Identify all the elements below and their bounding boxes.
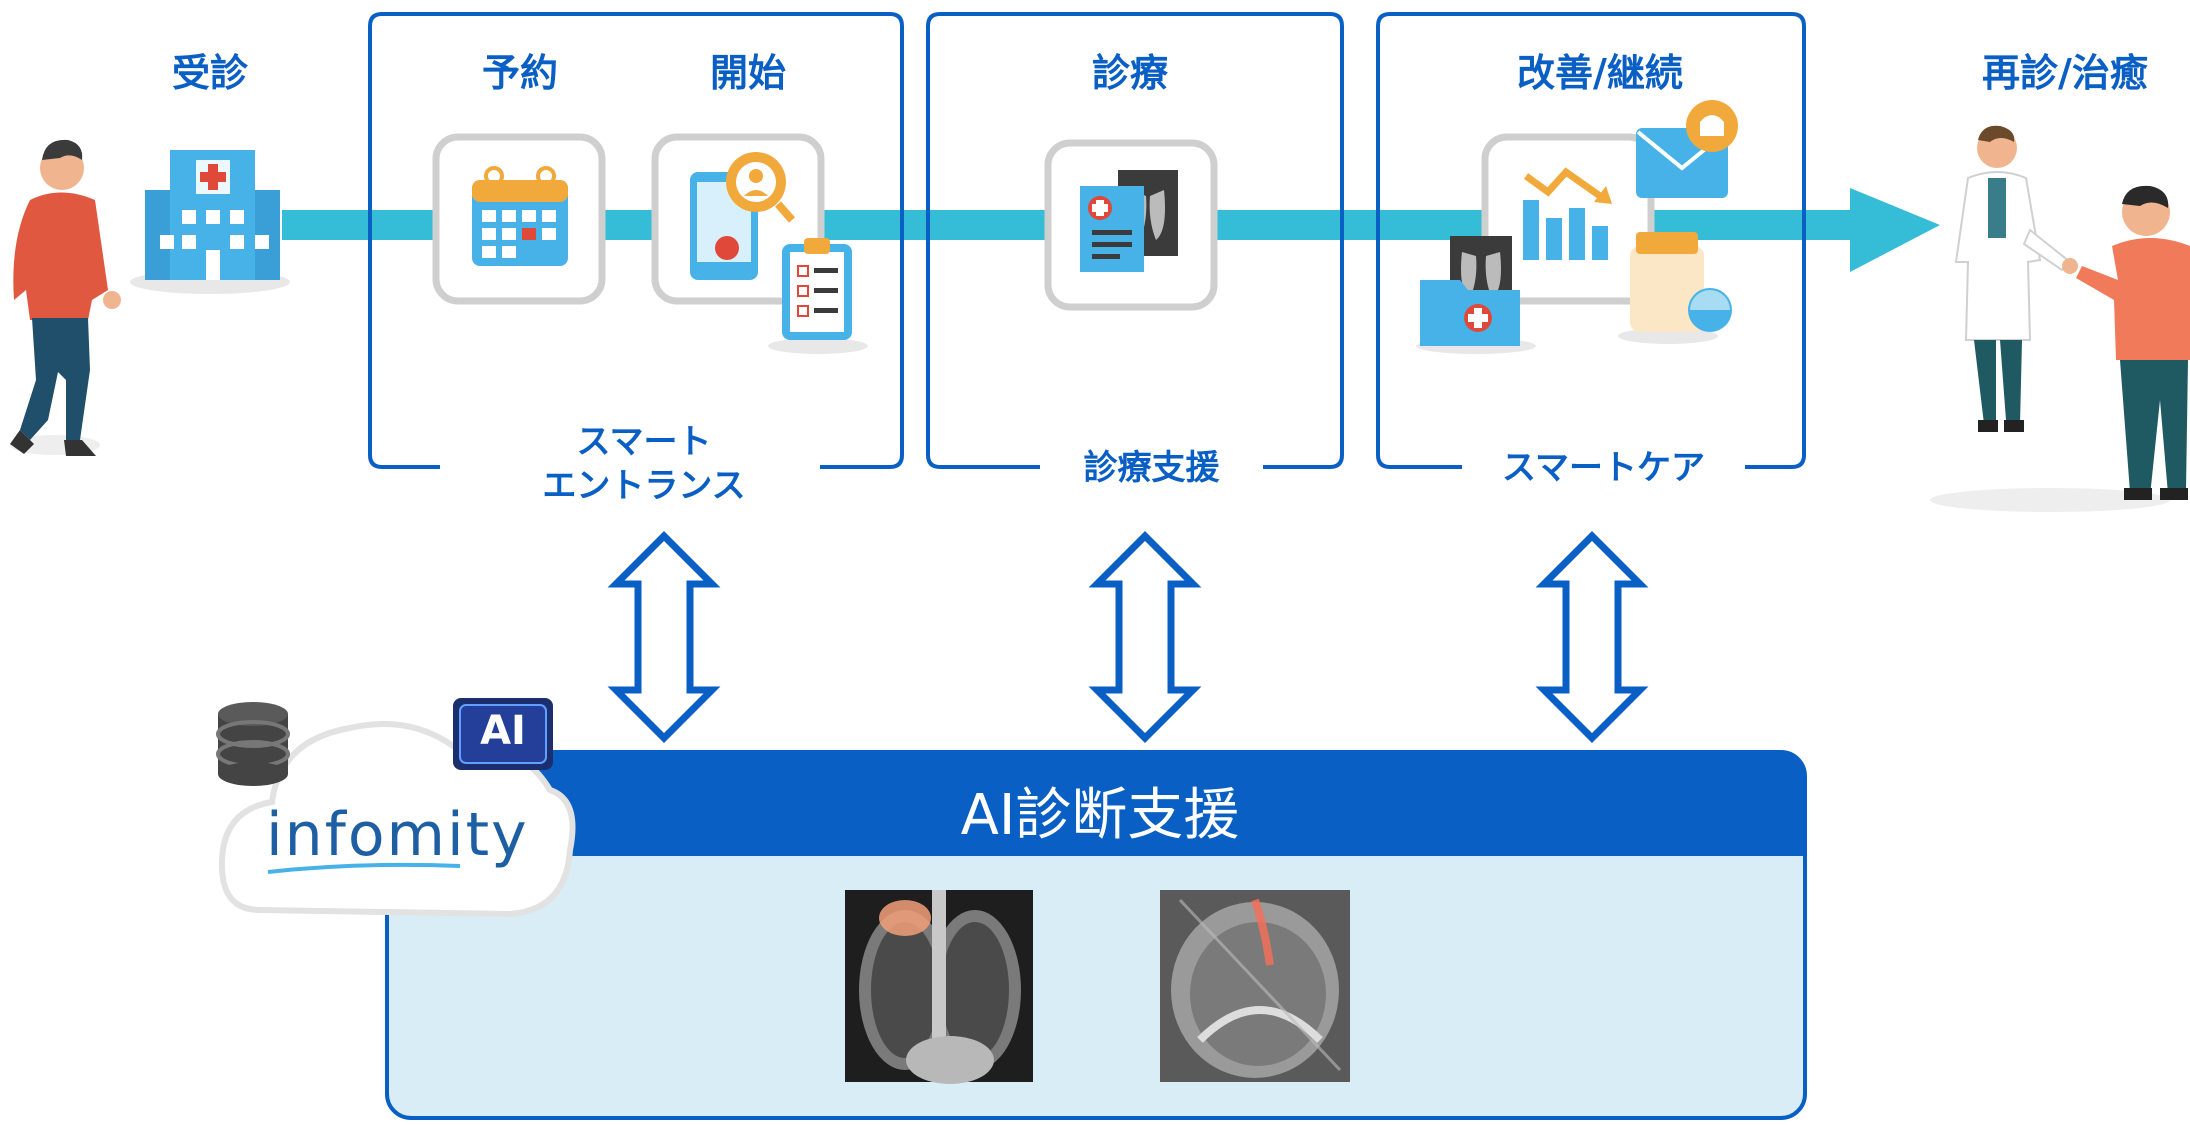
- hospital-icon: [130, 150, 290, 294]
- group-label-smart-entrance-line2: エントランス: [500, 464, 788, 508]
- database-icon: [216, 702, 290, 786]
- clipboard-icon: [768, 238, 868, 354]
- stage-label-improvement: 改善/継続: [1517, 51, 1683, 95]
- smart-care-box: [1376, 12, 1806, 469]
- doctor-patient-icon: [1930, 125, 2190, 512]
- folder-xray-icon: [1416, 236, 1536, 354]
- chest-xray-image: [845, 890, 1033, 1084]
- group-label-smart-entrance-line1: スマート: [510, 420, 778, 464]
- treatment-support-box: [926, 12, 1344, 469]
- bidirectional-arrow-2: [1088, 531, 1202, 743]
- ai-panel-title: AI診断支援: [960, 783, 1240, 848]
- medicine-icon: [1618, 232, 1732, 344]
- ai-badge-label: AI: [480, 708, 526, 754]
- cloud-icon: [218, 721, 576, 918]
- stage-label-reservation: 予約: [481, 51, 558, 95]
- medical-record-icon: [1044, 139, 1218, 311]
- stage-label-treatment: 診療: [1091, 51, 1168, 95]
- bidirectional-arrow-3: [1535, 531, 1649, 743]
- group-label-treatment-support: 診療支援: [1040, 446, 1263, 490]
- chart-icon: [1481, 133, 1655, 305]
- stage-label-start: 開始: [709, 51, 786, 95]
- ct-scan-image: [1160, 890, 1350, 1082]
- stage-label-visit: 受診: [171, 51, 248, 95]
- stage-label-revisit: 再診/治癒: [1982, 51, 2148, 95]
- infomity-logo: infomity: [266, 800, 529, 870]
- bidirectional-arrow-1: [607, 531, 721, 743]
- group-label-smart-care: スマートケア: [1462, 446, 1745, 490]
- smart-entrance-box: [368, 12, 904, 469]
- calendar-icon: [432, 133, 606, 305]
- ai-diagnosis-panel: [385, 750, 1807, 1120]
- patient-walking-icon: [10, 139, 121, 456]
- ai-chip-icon: [453, 698, 553, 770]
- tablet-doctor-icon: [651, 133, 825, 305]
- mail-bell-icon: [1636, 100, 1738, 198]
